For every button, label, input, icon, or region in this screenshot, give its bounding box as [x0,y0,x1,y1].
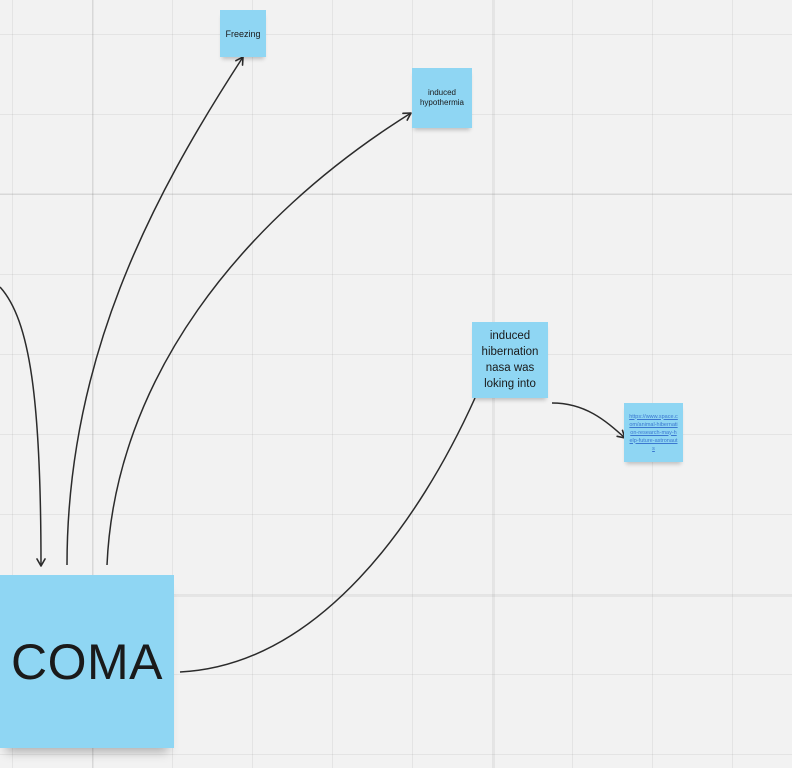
sticky-note-text: induced hibernation nasa was loking into [481,330,539,390]
hyperlink[interactable]: https://www.space.com/animal-hibernation… [629,413,678,452]
sticky-note-freezing[interactable]: Freezing [220,10,266,57]
connector-coma-to-freezing[interactable] [66,56,244,566]
connector-hibernation-to-link[interactable] [551,402,626,439]
connector-coma-to-hypothermia[interactable] [106,112,412,566]
sticky-note-text: induced hypothermia [419,88,465,107]
sticky-note-link[interactable]: https://www.space.com/animal-hibernation… [624,403,683,462]
sticky-note-induced-hypothermia[interactable]: induced hypothermia [412,68,472,128]
sticky-note-text: COMA [11,633,163,690]
connector-left-to-coma[interactable] [0,286,46,567]
sticky-note-induced-hibernation[interactable]: induced hibernation nasa was loking into [472,322,548,398]
connector-coma-to-hibernation[interactable] [179,397,476,673]
sticky-note-text: Freezing [225,28,261,39]
sticky-note-coma[interactable]: COMA [0,575,174,748]
